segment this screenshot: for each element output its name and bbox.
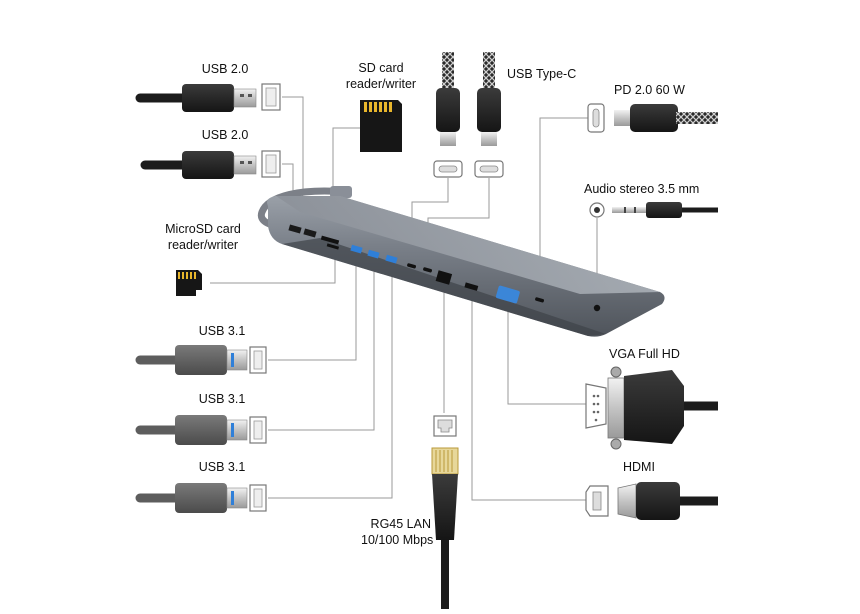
- label-sd-card-line2: reader/writer: [345, 77, 417, 91]
- usb31-connectors: [135, 345, 267, 513]
- usb-c-hub: [257, 186, 665, 337]
- label-hdmi: HDMI: [623, 460, 655, 474]
- label-usb20-top: USB 2.0: [201, 62, 249, 76]
- microsd-card-icon: [176, 270, 202, 296]
- usb20-top-connector: [135, 83, 281, 112]
- label-pd: PD 2.0 60 W: [614, 83, 685, 97]
- port-usb31-a: [350, 244, 363, 254]
- label-lan: RG45 LAN 10/100 Mbps: [361, 516, 434, 548]
- leader-vga: [507, 310, 586, 405]
- sd-card-icon: [360, 100, 402, 152]
- label-microsd-line2: reader/writer: [167, 238, 239, 252]
- hub-front-edge: [282, 238, 606, 336]
- usb-type-c-connectors: [433, 52, 504, 178]
- label-usb-type-c: USB Type-C: [507, 67, 577, 81]
- lan-connector: [431, 415, 459, 609]
- port-vga: [495, 285, 520, 304]
- audio-connector: [589, 202, 718, 218]
- port-usbc-b: [423, 267, 433, 273]
- port-usb20-a: [288, 224, 302, 234]
- port-pd: [535, 297, 545, 303]
- leader-lines: [210, 96, 598, 501]
- usb31-b-connector: [135, 415, 267, 445]
- port-hdmi: [464, 282, 479, 291]
- usb31-c-connector: [135, 483, 267, 513]
- label-usb31-b: USB 3.1: [198, 392, 246, 406]
- leader-hdmi: [471, 294, 590, 501]
- label-usb20-mid: USB 2.0: [201, 128, 249, 142]
- port-audio: [593, 304, 601, 312]
- label-audio: Audio stereo 3.5 mm: [584, 182, 700, 196]
- label-usb31-c: USB 3.1: [198, 460, 246, 474]
- vga-connector: [585, 366, 718, 450]
- usb20-mid-connector: [140, 150, 281, 179]
- label-microsd: MicroSD card reader/writer: [165, 221, 241, 253]
- hdmi-connector: [585, 482, 718, 520]
- label-sd-card: SD card reader/writer: [346, 60, 416, 92]
- port-usb20-b: [303, 228, 317, 238]
- leader-usb31-c: [268, 262, 393, 499]
- port-usb31-b: [367, 249, 380, 259]
- port-usbc-a: [407, 263, 417, 269]
- hub-ports: [288, 224, 601, 312]
- usb31-a-connector: [135, 345, 267, 375]
- label-vga: VGA Full HD: [609, 347, 680, 361]
- leader-pd: [539, 117, 588, 296]
- hub-top-face: [276, 196, 660, 294]
- port-microsd: [326, 243, 340, 250]
- pd-connector: [587, 103, 718, 133]
- hub-host-plug: [330, 186, 352, 198]
- leader-microsd: [210, 250, 336, 284]
- leader-usb31-b: [268, 258, 375, 431]
- label-sd-card-line1: SD card: [358, 61, 404, 75]
- leader-usb31-a: [268, 252, 357, 361]
- label-usb31-a: USB 3.1: [198, 324, 246, 338]
- label-microsd-line1: MicroSD card: [165, 222, 241, 236]
- port-sd: [320, 235, 340, 245]
- port-lan: [435, 270, 453, 285]
- vga-port-icon: [585, 383, 607, 429]
- label-lan-line2: 10/100 Mbps: [361, 533, 434, 547]
- label-lan-line1: RG45 LAN: [370, 517, 431, 531]
- port-usb31-c: [385, 254, 398, 264]
